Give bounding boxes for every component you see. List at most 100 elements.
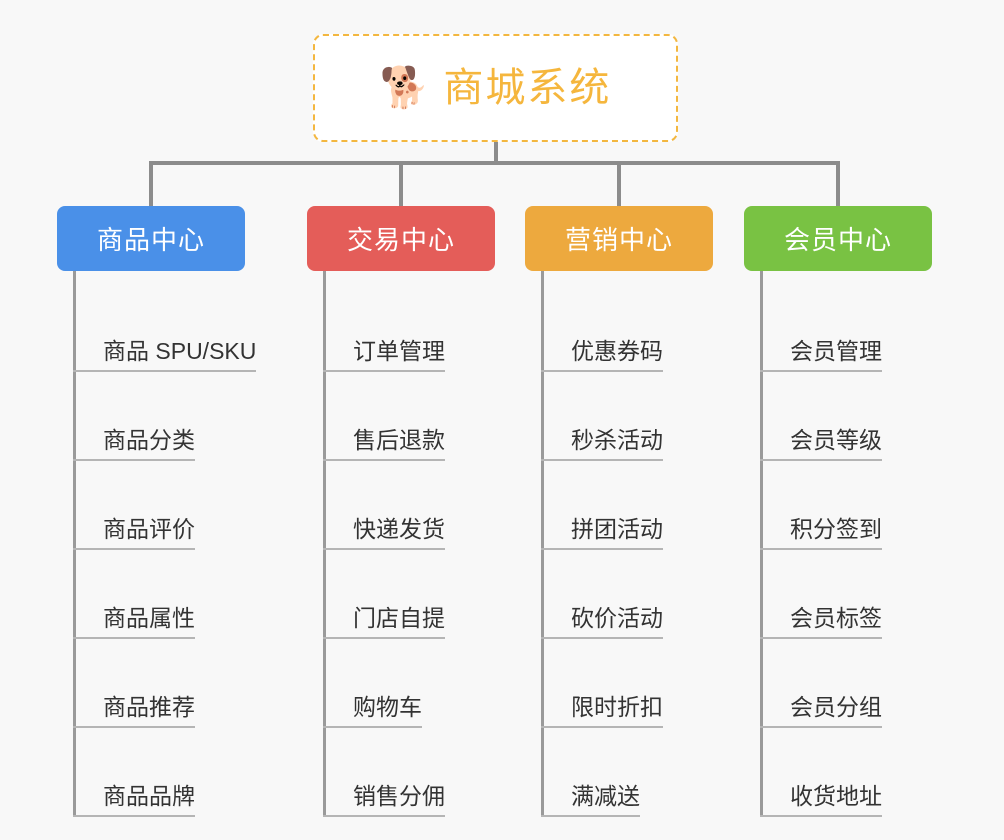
list-item[interactable]: 优惠券码 xyxy=(541,283,713,372)
leaf-connector xyxy=(73,459,105,461)
list-item[interactable]: 销售分佣 xyxy=(323,728,495,817)
branch-column-marketing-center: 营销中心 优惠券码 秒杀活动 拼团活动 砍价活动 限时折扣 xyxy=(525,206,713,817)
list-item-label: 积分签到 xyxy=(790,515,882,550)
leaf-connector xyxy=(541,459,573,461)
list-item-label: 收货地址 xyxy=(790,782,882,817)
list-item[interactable]: 收货地址 xyxy=(760,728,932,817)
list-item[interactable]: 限时折扣 xyxy=(541,639,713,728)
list-item[interactable]: 快递发货 xyxy=(323,461,495,550)
category-label: 商品中心 xyxy=(96,225,205,255)
category-header-product-center[interactable]: 商品中心 xyxy=(57,206,245,271)
list-item-label: 销售分佣 xyxy=(353,782,445,817)
list-item[interactable]: 商品评价 xyxy=(73,461,256,550)
branch-spine xyxy=(73,271,76,817)
list-item-label: 订单管理 xyxy=(353,337,445,372)
list-item-label: 门店自提 xyxy=(353,604,445,639)
list-item-label: 砍价活动 xyxy=(571,604,663,639)
branch-column-member-center: 会员中心 会员管理 会员等级 积分签到 会员标签 会员分组 xyxy=(744,206,932,817)
category-label: 交易中心 xyxy=(346,225,455,255)
list-item-label: 拼团活动 xyxy=(571,515,663,550)
list-item[interactable]: 商品分类 xyxy=(73,372,256,461)
leaf-connector xyxy=(323,459,355,461)
connector-drop-4 xyxy=(836,161,840,206)
list-item[interactable]: 会员标签 xyxy=(760,550,932,639)
list-item-label: 商品属性 xyxy=(103,604,195,639)
list-item-label: 会员标签 xyxy=(790,604,882,639)
list-item-label: 商品 SPU/SKU xyxy=(103,337,257,372)
branch-items-marketing-center: 优惠券码 秒杀活动 拼团活动 砍价活动 限时折扣 满减送 xyxy=(541,271,713,817)
branch-column-trade-center: 交易中心 订单管理 售后退款 快递发货 门店自提 购物车 xyxy=(307,206,495,817)
list-item-label: 快递发货 xyxy=(353,515,445,550)
leaf-connector xyxy=(541,370,573,372)
connector-drop-3 xyxy=(617,161,621,206)
list-item[interactable]: 拼团活动 xyxy=(541,461,713,550)
branch-items-product-center: 商品 SPU/SKU 商品分类 商品评价 商品属性 商品推荐 商品品牌 xyxy=(73,271,257,817)
list-item-label: 秒杀活动 xyxy=(571,426,663,461)
branch-spine xyxy=(323,271,326,817)
list-item-label: 限时折扣 xyxy=(571,693,663,728)
leaf-connector xyxy=(323,548,355,550)
list-item-label: 会员管理 xyxy=(790,337,882,372)
list-item[interactable]: 订单管理 xyxy=(323,283,495,372)
leaf-connector xyxy=(323,815,355,817)
list-item[interactable]: 会员分组 xyxy=(760,639,932,728)
list-item-label: 商品推荐 xyxy=(103,693,195,728)
list-item[interactable]: 积分签到 xyxy=(760,461,932,550)
list-item-label: 商品品牌 xyxy=(103,782,195,817)
branch-spine xyxy=(541,271,544,817)
connector-root-stem xyxy=(494,142,498,164)
list-item[interactable]: 购物车 xyxy=(323,639,495,728)
leaf-connector xyxy=(760,370,792,372)
category-label: 营销中心 xyxy=(564,225,673,255)
list-item-label: 满减送 xyxy=(571,782,640,817)
branch-column-product-center: 商品中心 商品 SPU/SKU 商品分类 商品评价 商品属性 商品推荐 xyxy=(57,206,257,817)
list-item[interactable]: 秒杀活动 xyxy=(541,372,713,461)
leaf-connector xyxy=(760,815,792,817)
leaf-connector xyxy=(541,548,573,550)
leaf-connector xyxy=(541,726,573,728)
leaf-connector xyxy=(760,459,792,461)
list-item[interactable]: 售后退款 xyxy=(323,372,495,461)
branch-spine xyxy=(760,271,763,817)
list-item-label: 会员等级 xyxy=(790,426,882,461)
list-item-label: 会员分组 xyxy=(790,693,882,728)
list-item[interactable]: 商品推荐 xyxy=(73,639,256,728)
list-item-label: 购物车 xyxy=(353,693,422,728)
leaf-connector xyxy=(73,637,105,639)
branch-items-member-center: 会员管理 会员等级 积分签到 会员标签 会员分组 收货地址 xyxy=(760,271,932,817)
leaf-connector xyxy=(73,815,105,817)
root-node[interactable]: 🐕 商城系统 xyxy=(313,34,678,142)
leaf-connector xyxy=(760,726,792,728)
branch-items-trade-center: 订单管理 售后退款 快递发货 门店自提 购物车 销售分佣 xyxy=(323,271,495,817)
category-header-marketing-center[interactable]: 营销中心 xyxy=(525,206,713,271)
leaf-connector xyxy=(541,637,573,639)
category-label: 会员中心 xyxy=(783,225,892,255)
connector-horizontal-bus xyxy=(149,161,840,165)
leaf-connector xyxy=(323,637,355,639)
list-item[interactable]: 商品属性 xyxy=(73,550,256,639)
list-item[interactable]: 商品 SPU/SKU xyxy=(73,283,257,372)
list-item-label: 商品分类 xyxy=(103,426,195,461)
root-title: 商城系统 xyxy=(443,66,612,110)
leaf-connector xyxy=(323,370,355,372)
list-item-label: 商品评价 xyxy=(103,515,195,550)
list-item[interactable]: 砍价活动 xyxy=(541,550,713,639)
category-header-member-center[interactable]: 会员中心 xyxy=(744,206,932,271)
list-item[interactable]: 满减送 xyxy=(541,728,713,817)
category-header-trade-center[interactable]: 交易中心 xyxy=(307,206,495,271)
list-item-label: 售后退款 xyxy=(353,426,445,461)
list-item[interactable]: 门店自提 xyxy=(323,550,495,639)
connector-drop-1 xyxy=(149,161,153,206)
leaf-connector xyxy=(73,726,105,728)
list-item[interactable]: 会员等级 xyxy=(760,372,932,461)
list-item[interactable]: 会员管理 xyxy=(760,283,932,372)
list-item[interactable]: 商品品牌 xyxy=(73,728,256,817)
leaf-connector xyxy=(73,370,105,372)
shiba-dog-face-icon: 🐕 xyxy=(379,66,430,110)
leaf-connector xyxy=(760,637,792,639)
leaf-connector xyxy=(541,815,573,817)
leaf-connector xyxy=(73,548,105,550)
leaf-connector xyxy=(760,548,792,550)
list-item-label: 优惠券码 xyxy=(571,337,663,372)
